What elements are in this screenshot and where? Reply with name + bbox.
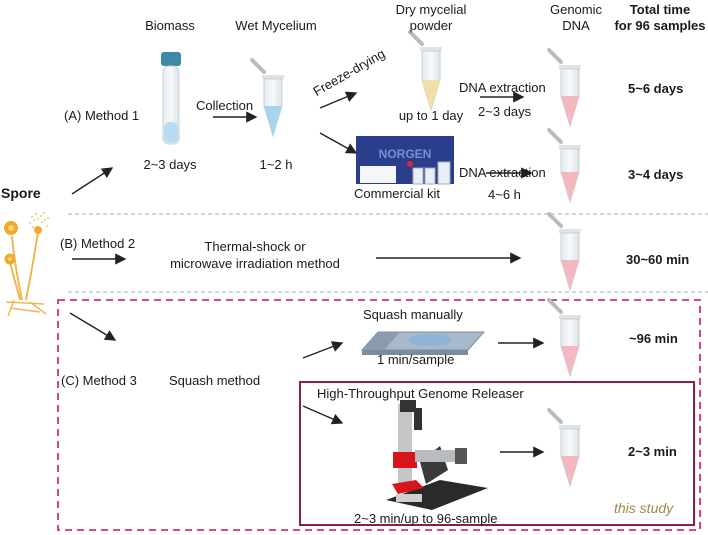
flow-arrows — [69, 91, 545, 458]
kit-brand-text: NORGEN — [379, 147, 432, 161]
squash-manual-label: Squash manually — [363, 307, 463, 322]
wet-mycelium-time: 1~2 h — [259, 157, 293, 172]
commercial-kit-icon: NORGEN — [356, 136, 454, 185]
spore-label: Spore — [1, 185, 41, 201]
method1-label: (A) Method 1 — [64, 108, 140, 123]
this-study-box — [299, 381, 695, 526]
total-time-b: 3~4 days — [628, 167, 684, 182]
arrow — [302, 341, 344, 359]
genomic-dna-tube-icon — [547, 298, 581, 378]
method2-total: 30~60 min — [626, 252, 690, 267]
header-wet-mycelium: Wet Mycelium — [235, 18, 317, 33]
arrow — [302, 405, 344, 425]
genomic-dna-tube-icon — [547, 48, 581, 128]
method2-desc-line1: Thermal-shock or — [204, 239, 306, 254]
genomic-dna-tube-icon — [547, 212, 581, 292]
culture-tube-icon — [161, 52, 181, 145]
glass-slide-icon — [360, 331, 486, 355]
arrow — [319, 132, 358, 154]
device-total: 2~3 min — [628, 444, 677, 459]
spore-icon — [4, 212, 49, 317]
collection-label: Collection — [196, 98, 254, 113]
header-biomass: Biomass — [145, 18, 195, 33]
method2-desc-line2: microwave irradiation method — [170, 256, 340, 271]
genomic-dna-tube-icon — [547, 408, 581, 488]
device-title: High-Throughput Genome Releaser — [317, 386, 524, 401]
this-study-note: this study — [614, 500, 674, 516]
device-rate: 2~3 min/up to 96-sample — [354, 511, 498, 526]
header-total-line1: Total time — [629, 2, 691, 17]
method2-label: (B) Method 2 — [60, 236, 136, 251]
genomic-dna-tube-icon — [547, 128, 581, 204]
header-genomic-line1: Genomic — [549, 2, 603, 17]
extraction-time-b: 4~6 h — [488, 187, 521, 202]
dry-powder-tube-icon — [408, 30, 442, 112]
wet-mycelium-tube-icon — [250, 58, 284, 138]
arrow — [71, 167, 114, 195]
manual-rate: 1 min/sample — [377, 352, 455, 367]
squash-method-label: Squash method — [169, 373, 261, 388]
biomass-time: 2~3 days — [143, 157, 197, 172]
method3-label: (C) Method 3 — [61, 373, 137, 388]
total-time-a: 5~6 days — [628, 81, 684, 96]
commercial-kit-label: Commercial kit — [354, 186, 440, 201]
dry-powder-time: up to 1 day — [398, 108, 464, 123]
arrow — [69, 312, 117, 341]
header-total-line2: for 96 samples — [614, 18, 706, 33]
extraction-label-b: DNA extraction — [459, 165, 546, 180]
extraction-label-a: DNA extraction — [459, 80, 546, 95]
extraction-time-a: 2~3 days — [478, 104, 532, 119]
header-genomic-line2: DNA — [562, 18, 590, 33]
arrow — [319, 91, 358, 109]
header-dry-powder-line2: powder — [409, 18, 453, 33]
genome-releaser-device-icon — [386, 400, 488, 510]
manual-total: ~96 min — [629, 331, 678, 346]
method3-dashed-box — [57, 299, 701, 531]
header-dry-powder-line1: Dry mycelial — [395, 2, 467, 17]
